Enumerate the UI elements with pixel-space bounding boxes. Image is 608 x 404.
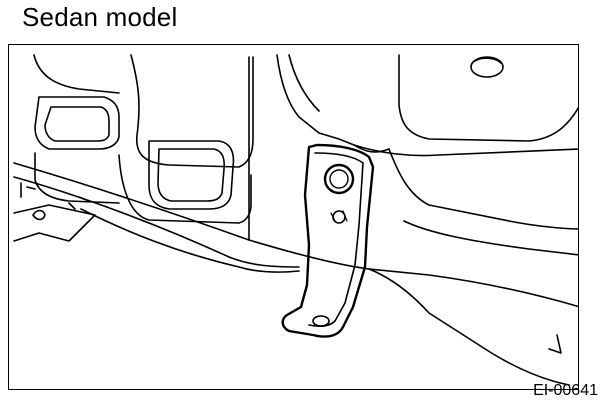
right-step (388, 148, 578, 230)
bolt-washer (330, 210, 348, 222)
frame-rail-bottom (80, 208, 300, 273)
corner-tick (548, 334, 562, 354)
right-panel-edge (276, 54, 390, 153)
middle-opening-3 (157, 148, 226, 202)
bracket-upper-hole (323, 163, 355, 195)
right-panel-inner (288, 54, 320, 112)
left-tag-mark-2 (32, 209, 46, 221)
mount-hole (470, 56, 504, 78)
right-lower-line-2 (403, 220, 578, 256)
left-lower-opening (34, 152, 120, 204)
right-mid-curve (353, 144, 578, 157)
right-upper-curve (398, 54, 578, 142)
bracket-lower-hole (312, 315, 330, 327)
mount-hole-inner (474, 57, 502, 64)
right-lower-floor (368, 268, 570, 386)
middle-opening-1 (130, 54, 254, 168)
diagram-frame (8, 44, 579, 390)
upper-opening-1 (34, 96, 120, 150)
bracket-mounting-diagram-icon (13, 54, 578, 386)
lower-opening (118, 154, 252, 224)
body-panel-outline (33, 54, 120, 94)
frame-rail-lower (13, 176, 300, 268)
figure-code: EI-00641 (533, 382, 598, 399)
upper-opening-2 (44, 106, 110, 142)
bracket-outline (281, 143, 375, 338)
bracket-upper-hole-inner (329, 169, 349, 189)
middle-opening-2 (148, 140, 235, 210)
left-tag-outline (13, 204, 96, 242)
page-title: Sedan model (22, 2, 178, 32)
left-tag-slot (68, 196, 90, 210)
left-tag-mark-1 (20, 182, 36, 198)
bracket (281, 143, 375, 338)
frame-rail-upper (13, 162, 578, 308)
